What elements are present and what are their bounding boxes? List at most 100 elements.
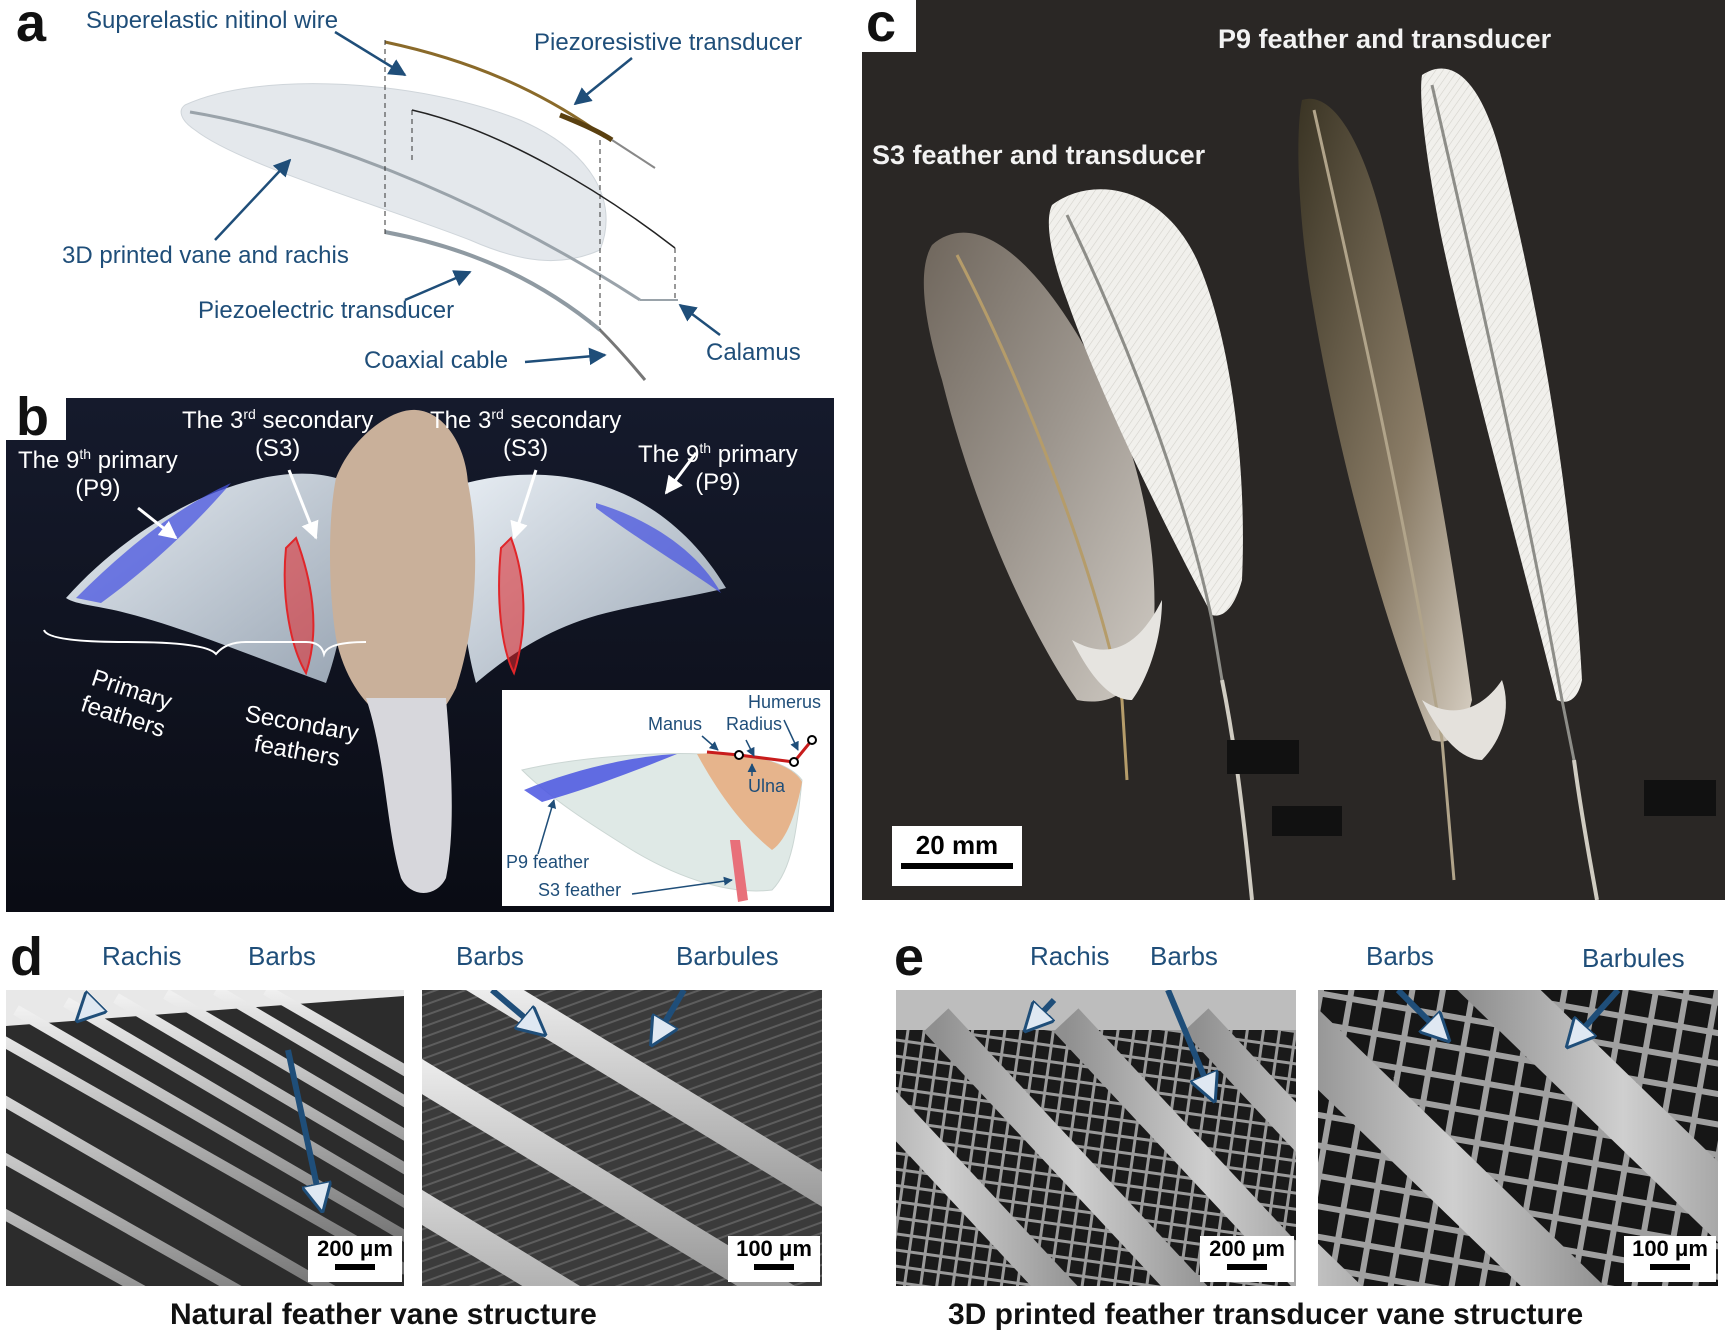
- inset-bone: [706, 739, 814, 764]
- label-d-barbs-1: Barbs: [248, 941, 316, 971]
- s3-left-highlight: [283, 536, 315, 676]
- inset-label-manus: Manus: [648, 714, 703, 734]
- scalebar-e1: 200 μm: [1200, 1236, 1294, 1282]
- panel-c: S3 feather and transducer P9 feather and…: [862, 0, 1725, 900]
- label-nitinol: Superelastic nitinol wire: [86, 7, 339, 34]
- pigeon-tail: [366, 698, 452, 893]
- scalebar-c-bar: [901, 863, 1013, 869]
- scalebar-e2: 100 μm: [1624, 1236, 1716, 1282]
- frame-wire: [411, 109, 676, 249]
- p9-left-highlight: [76, 483, 231, 603]
- s3-tape: [1227, 740, 1299, 774]
- caption-e: 3D printed feather transducer vane struc…: [948, 1298, 1584, 1331]
- scalebar-d2-bar: [754, 1264, 794, 1270]
- inset-s3-feather: [730, 840, 748, 902]
- label-piezoelectric: Piezoelectric transducer: [198, 297, 455, 324]
- inset-label-radius: Radius: [726, 714, 783, 734]
- wing-inset: Humerus Manus Radius Ulna P9 feather S3 …: [502, 690, 830, 906]
- s3-tape-2: [1272, 806, 1342, 836]
- panel-label-c: c: [866, 0, 897, 53]
- panel-label-c-box: [862, 0, 916, 52]
- label-p9-left: The 9th primary (P9): [18, 446, 178, 502]
- s3-down-fluff: [1072, 600, 1162, 700]
- piezoelectric-strip: [384, 230, 602, 332]
- sem-printed-100um: 100 μm: [1318, 990, 1718, 1286]
- panel-label-d: d: [10, 927, 43, 987]
- scalebar-c-label: 20 mm: [915, 830, 999, 860]
- secondary-brace: [246, 641, 367, 658]
- sem-natural-100um: 100 μm: [422, 990, 822, 1286]
- panel-a: Superelastic nitinol wire Piezoresistive…: [0, 0, 860, 390]
- natural-barbs-coarse: [6, 990, 404, 1286]
- arrow-vane: [214, 158, 292, 241]
- arrow-coaxial: [524, 347, 607, 366]
- panel-b: The 9th primary (P9) The 3rd secondary (…: [6, 398, 834, 912]
- p9-natural-feather: [1298, 98, 1472, 742]
- label-e-barbules: Barbules: [1582, 943, 1685, 973]
- label-e-rachis: Rachis: [1030, 941, 1110, 971]
- label-d-barbs-2: Barbs: [456, 941, 524, 971]
- p9-right-highlight: [596, 503, 721, 593]
- label-s3-right: The 3rd secondary (S3): [430, 406, 622, 462]
- label-piezoresistive: Piezoresistive transducer: [534, 29, 803, 56]
- label-p9-right: The 9th primary (P9): [638, 440, 798, 496]
- sem-printed-200um: 200 μm: [896, 990, 1296, 1286]
- inset-label-ulna: Ulna: [748, 776, 786, 796]
- printed-barbs-fine: [1318, 990, 1718, 1286]
- scalebar-d1: 200 μm: [308, 1236, 402, 1282]
- title-p9: P9 feather and transducer: [1218, 24, 1552, 54]
- inset-p9-feather: [524, 754, 677, 802]
- scalebar-e2-bar: [1650, 1264, 1690, 1270]
- printed-barbs-coarse: [896, 1008, 1296, 1286]
- inset-label-s3: S3 feather: [538, 880, 622, 900]
- shoulder-joint: [807, 735, 817, 745]
- label-d-rachis: Rachis: [102, 941, 182, 971]
- label-d-barbules: Barbules: [676, 941, 779, 971]
- s3-natural-feather: [923, 232, 1155, 702]
- arrow-calamus: [678, 303, 721, 336]
- scalebar-d1-bar: [335, 1264, 375, 1270]
- piezoresistive-element: [559, 112, 614, 143]
- left-wing: [66, 473, 347, 683]
- p9-printed-feather: [1421, 68, 1582, 702]
- title-s3: S3 feather and transducer: [872, 140, 1206, 170]
- label-e-barbs-2: Barbs: [1366, 941, 1434, 971]
- label-e-barbs-1: Barbs: [1150, 941, 1218, 971]
- inset-label-p9: P9 feather: [506, 852, 590, 872]
- nitinol-wire: [384, 40, 606, 139]
- label-calamus: Calamus: [706, 339, 801, 366]
- scalebar-d1-label: 200 μm: [317, 1236, 393, 1261]
- label-coaxial: Coaxial cable: [364, 347, 509, 374]
- label-s3-left: The 3rd secondary (S3): [182, 406, 374, 462]
- scalebar-d2-label: 100 μm: [736, 1236, 812, 1261]
- primary-brace: [43, 629, 247, 656]
- p9-down-fluff: [1422, 680, 1506, 760]
- feather-exploded-diagram: [180, 30, 721, 381]
- panel-label-b-box: [6, 398, 66, 440]
- rachis-line: [189, 110, 641, 302]
- inset-coverts: [697, 753, 802, 850]
- inset-label-humerus: Humerus: [748, 692, 822, 712]
- sem-natural-200um: 200 μm: [6, 990, 404, 1286]
- scalebar-d2: 100 μm: [728, 1236, 820, 1282]
- p9-tape: [1644, 780, 1716, 816]
- panel-label-e: e: [894, 927, 925, 987]
- coaxial-cable: [598, 328, 647, 381]
- wrist-joint: [734, 750, 744, 760]
- scalebar-c: 20 mm: [892, 826, 1022, 886]
- pigeon-body: [330, 409, 476, 730]
- s3-right-highlight: [498, 536, 525, 676]
- arrow-nitinol: [334, 30, 407, 77]
- s3-cable: [1220, 679, 1254, 900]
- elbow-joint: [789, 757, 799, 767]
- caption-d: Natural feather vane structure: [170, 1298, 597, 1331]
- panel-label-b: b: [16, 387, 49, 447]
- arrow-piezoelectric: [404, 270, 472, 302]
- p9-cable: [1572, 759, 1599, 900]
- scalebar-e1-label: 200 μm: [1209, 1236, 1285, 1261]
- arrow-piezoresistive: [573, 57, 633, 106]
- panel-label-a: a: [16, 0, 47, 53]
- feather-photo: [923, 68, 1716, 900]
- scalebar-e2-label: 100 μm: [1632, 1236, 1708, 1261]
- label-vane: 3D printed vane and rachis: [62, 242, 349, 269]
